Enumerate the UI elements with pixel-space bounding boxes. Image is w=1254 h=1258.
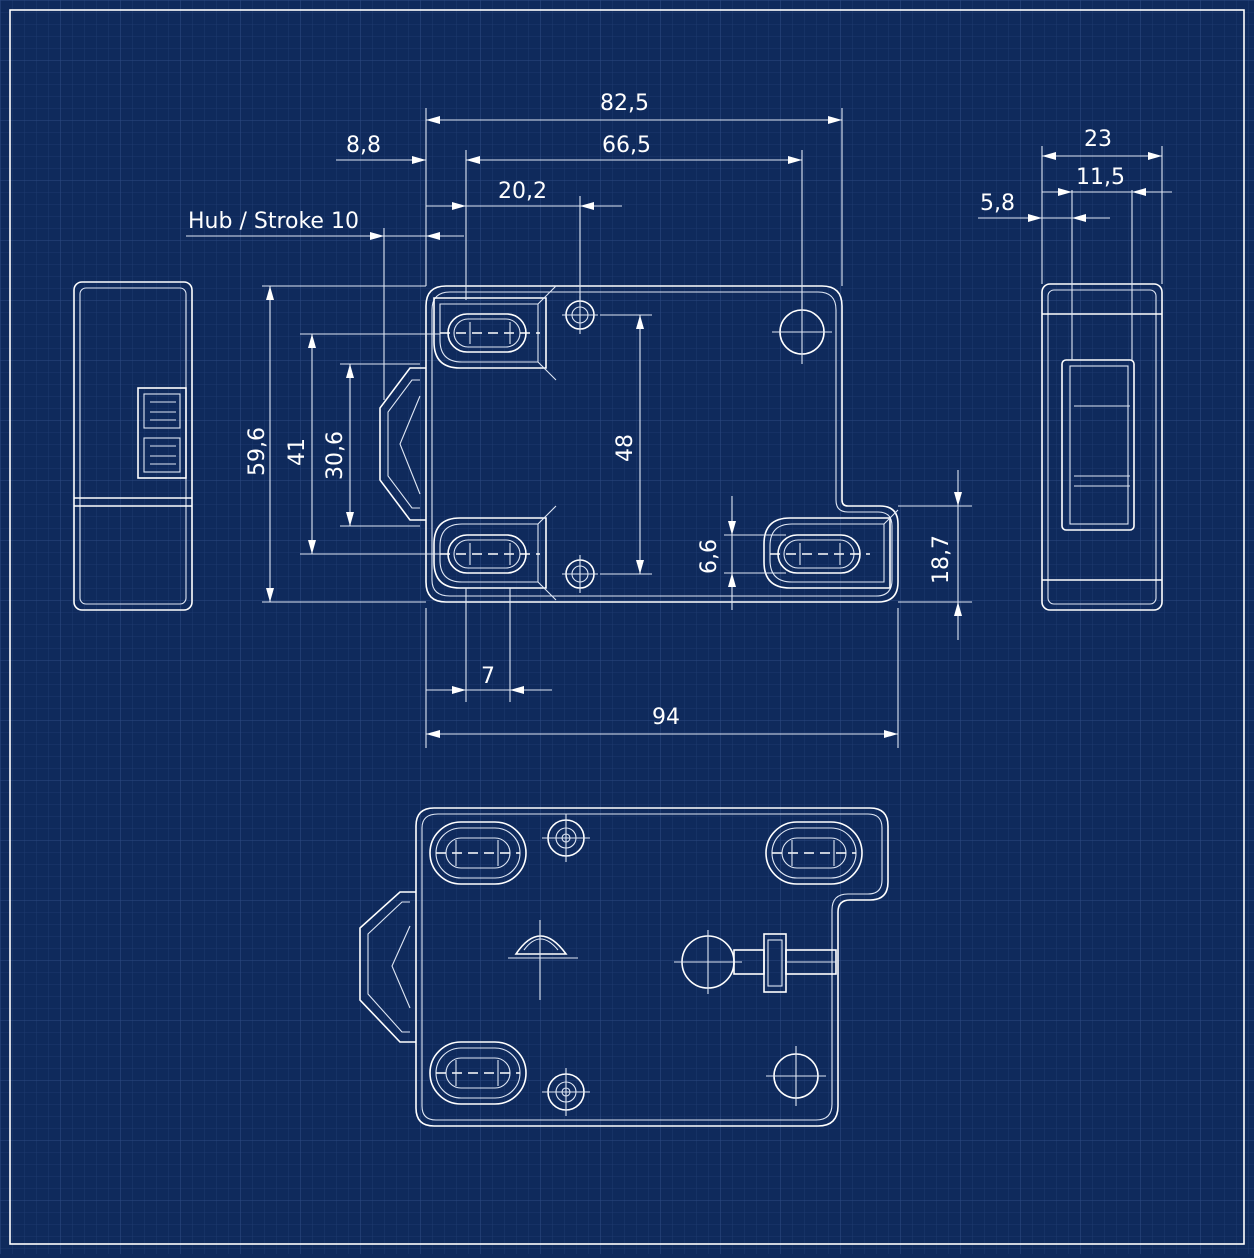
rear-view-lock <box>359 807 889 1127</box>
dim-23: 23 <box>1084 127 1112 152</box>
rear-slot-top-right <box>765 821 863 885</box>
mounting-slot-top-left <box>433 285 557 381</box>
cam-symbol <box>508 920 578 1000</box>
dim-5-8: 5,8 <box>980 191 1015 216</box>
rear-mounting-hole <box>766 1046 826 1106</box>
dim-7: 7 <box>481 664 495 689</box>
rear-slot-bottom-left <box>429 1041 527 1105</box>
rear-latch-bolt <box>359 891 416 1043</box>
right-side-view <box>978 146 1172 611</box>
dim-30-6: 30,6 <box>323 431 348 480</box>
dim-48: 48 <box>613 434 638 462</box>
latch-bolt <box>379 367 426 521</box>
dim-59-6: 59,6 <box>245 427 270 476</box>
dim-6-6: 6,6 <box>697 539 722 574</box>
bolt-mechanism <box>674 930 837 994</box>
rear-screw-hole-bottom <box>542 1068 590 1116</box>
dim-20-2: 20,2 <box>498 179 547 204</box>
dim-41: 41 <box>285 438 310 466</box>
dimension-lines <box>186 108 972 748</box>
dim-11-5: 11,5 <box>1076 165 1125 190</box>
stroke-label: Hub / Stroke 10 <box>188 209 359 234</box>
left-side-view <box>73 281 193 611</box>
dim-82-5: 82,5 <box>600 91 649 116</box>
connector-icon <box>137 387 187 479</box>
dim-66-5: 66,5 <box>602 133 651 158</box>
screw-hole-bottom <box>562 555 598 593</box>
dim-18-7: 18,7 <box>929 535 954 584</box>
dim-8-8: 8,8 <box>346 133 381 158</box>
dim-94: 94 <box>652 705 680 730</box>
mounting-slot-bottom-left <box>433 505 557 601</box>
screw-hole-top <box>562 296 598 334</box>
mounting-slot-bottom-right <box>763 509 899 589</box>
rear-slot-top-left <box>429 821 527 885</box>
rear-screw-hole-top <box>542 814 590 862</box>
drawing-border <box>9 9 1245 1245</box>
